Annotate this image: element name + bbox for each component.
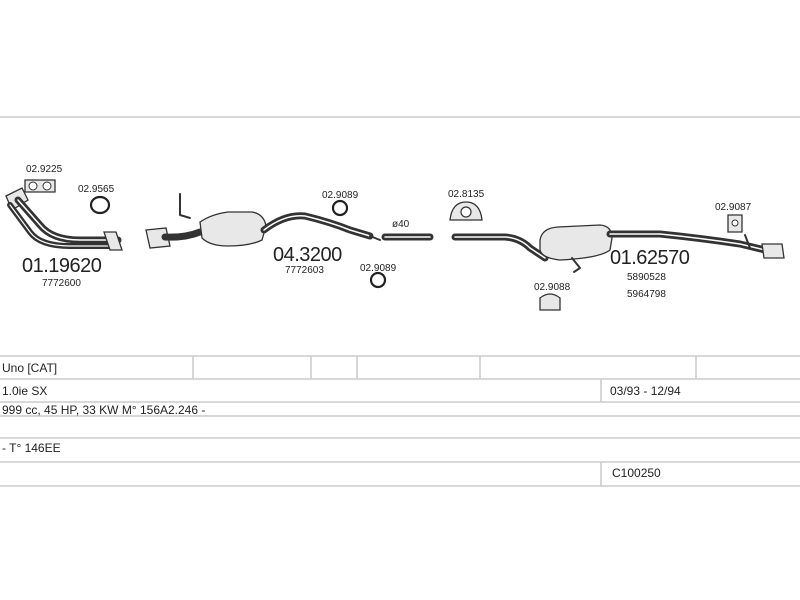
pipe-diameter: ø40 <box>392 219 410 230</box>
hanger-a-icon <box>539 293 561 311</box>
catalyst-ref: 04.3200 <box>273 244 342 266</box>
model-cell: Uno [CAT] <box>2 361 57 375</box>
type-cell: - T° 146EE <box>2 441 61 455</box>
rear-silencer-part[interactable] <box>451 224 785 273</box>
rear-silencer-body <box>539 224 613 261</box>
catalyst-inlet-flange <box>145 227 171 249</box>
downpipe-ref: 01.19620 <box>22 255 102 277</box>
downpipe-oem: 7772600 <box>42 278 81 289</box>
clamp-part[interactable] <box>449 201 483 221</box>
rear-inlet-pipe <box>451 233 549 262</box>
hanger-a-part[interactable] <box>539 293 561 311</box>
ring-b-icon[interactable] <box>331 199 349 217</box>
rear-hook-2 <box>744 234 751 249</box>
rear-hanger-hook <box>571 257 581 273</box>
rear-tailpipe <box>761 243 785 259</box>
version-cell: 1.0ie SX <box>2 384 47 398</box>
catalyst-inlet-pipe <box>161 228 204 241</box>
years-cell: 03/93 - 12/94 <box>610 384 681 398</box>
clamp-ref: 02.8135 <box>448 189 485 200</box>
catalyst-hook <box>179 193 191 219</box>
catalyst-probe <box>369 235 381 241</box>
vehicle-info-table: Uno [CAT] 1.0ie SX 03/93 - 12/94 999 cc,… <box>0 355 800 487</box>
catalyst-body <box>199 211 267 247</box>
gasket-part[interactable] <box>24 179 56 193</box>
gasket-ref: 02.9225 <box>26 164 63 175</box>
downpipe-end-flange <box>103 231 123 251</box>
rear-silencer-ref: 01.62570 <box>610 247 690 269</box>
ring-a-icon[interactable] <box>89 195 111 215</box>
hanger-b-ref: 02.9087 <box>715 202 752 213</box>
hanger-b-part[interactable] <box>727 214 743 233</box>
ring-c-icon[interactable] <box>369 271 387 289</box>
ring-c-ref: 02.9089 <box>360 263 397 274</box>
rear-oem-1: 5890528 <box>627 272 666 283</box>
ring-a-ref: 02.9565 <box>78 184 115 195</box>
downpipe-part[interactable] <box>5 187 123 251</box>
ring-b-ref: 02.9089 <box>322 190 359 201</box>
catalyst-part[interactable] <box>145 193 381 249</box>
catalyst-oem: 7772603 <box>285 265 324 276</box>
rear-oem-2: 5964798 <box>627 289 666 300</box>
code-cell: C100250 <box>612 466 661 480</box>
engine-cell: 999 cc, 45 HP, 33 KW M° 156A2.246 - <box>2 403 205 417</box>
hanger-a-ref: 02.9088 <box>534 282 571 293</box>
